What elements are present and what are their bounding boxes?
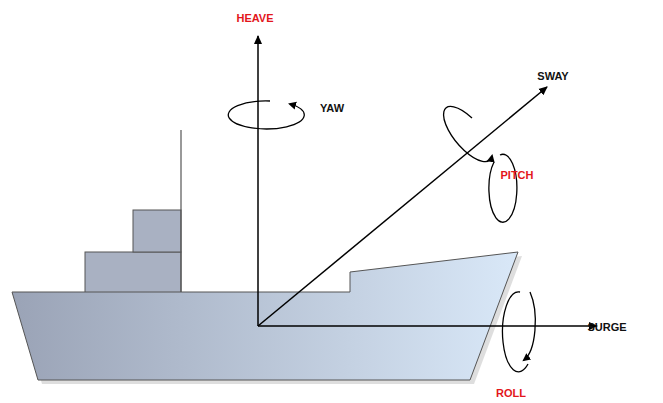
axis-label: SWAY [537,70,568,83]
sway-axis [258,87,547,326]
deckhouse [85,252,181,293]
axis-label: HEAVE [236,12,273,25]
heave-axis [257,36,259,326]
axis-label: SURGE [587,321,626,334]
mast [180,130,181,292]
axis-label: ROLL [496,387,526,400]
axis-label: YAW [320,102,344,115]
hull [12,252,518,380]
bridge [133,210,181,252]
yaw-rotation [228,101,304,129]
axis-label: PITCH [501,169,534,182]
pitch-arrow [444,106,492,161]
surge-axis [258,325,597,327]
roll-arrow [524,292,535,360]
